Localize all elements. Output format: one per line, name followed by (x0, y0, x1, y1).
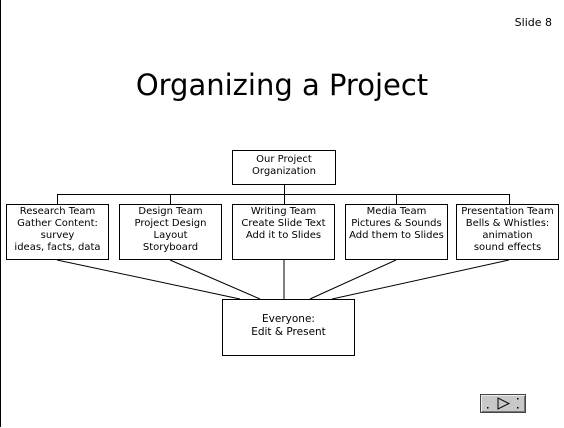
team-line: Add them to Slides (349, 230, 444, 241)
team-line: Add it to Slides (245, 230, 322, 241)
team-box-media: Media Team Pictures & Sounds Add them to… (345, 204, 448, 260)
team-line: animation (482, 230, 533, 241)
team-line: Bells & Whistles: (465, 218, 550, 229)
team-line: Design Team (138, 206, 203, 217)
team-box-presentation: Presentation Team Bells & Whistles: anim… (456, 204, 559, 260)
root-box: Our Project Organization (232, 150, 336, 185)
team-line: Gather Content: (17, 218, 98, 229)
converge-line-design (169, 259, 261, 300)
root-line: Organization (252, 166, 316, 177)
slide-number: Slide 8 (514, 16, 552, 29)
team-line: Create Slide Text (241, 218, 326, 229)
team-line: Research Team (19, 206, 96, 217)
everyone-box: Everyone: Edit & Present (222, 299, 355, 356)
team-line: Writing Team (250, 206, 317, 217)
root-line: Our Project (256, 154, 312, 165)
everyone-line: Everyone: (262, 313, 315, 325)
everyone-line: Edit & Present (251, 326, 326, 338)
team-line: sound effects (473, 242, 542, 253)
team-line: Media Team (366, 206, 427, 217)
team-box-design: Design Team Project Design Layout Storyb… (119, 204, 222, 260)
converge-line-presentation (331, 259, 510, 300)
team-box-writing: Writing Team Create Slide Text Add it to… (232, 204, 335, 260)
team-line: Pictures & Sounds (351, 218, 442, 229)
team-box-research: Research Team Gather Content: survey ide… (6, 204, 109, 260)
play-next-icon (487, 397, 519, 410)
team-line: survey (40, 230, 75, 241)
team-line: ideas, facts, data (14, 242, 101, 253)
converge-line-research (56, 259, 241, 300)
team-line: Layout (153, 230, 188, 241)
team-line: Project Design (134, 218, 207, 229)
converge-line-media (309, 259, 397, 300)
team-line: Presentation Team (461, 206, 554, 217)
next-slide-button[interactable] (480, 394, 526, 413)
slide-title: Organizing a Project (135, 68, 429, 102)
team-line: Storyboard (142, 242, 199, 253)
